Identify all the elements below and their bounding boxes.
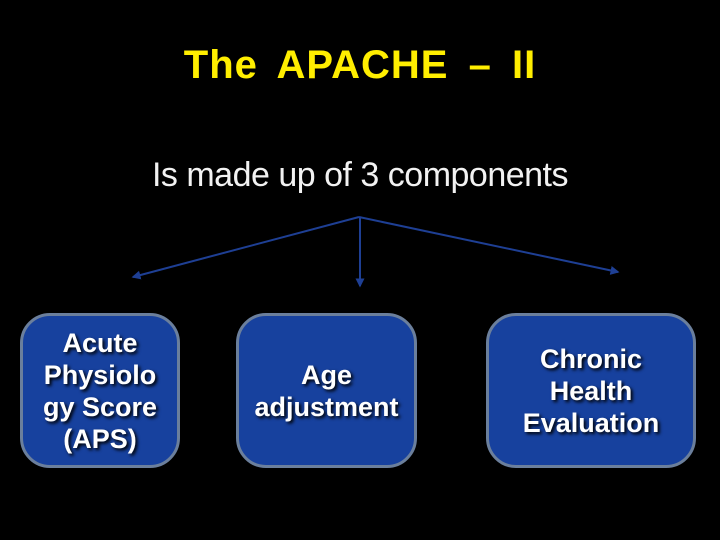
component-box-acute-physiology-score: Acute Physiolo gy Score (APS) [20, 313, 180, 468]
slide-subtitle: Is made up of 3 components [151, 156, 569, 194]
component-box-age-adjustment: Age adjustment [236, 313, 417, 468]
slide-title: The APACHE – II [183, 43, 537, 87]
box-text-line: gy Score [42, 391, 158, 422]
box-text-line: (APS) [63, 423, 137, 454]
box-text-line: Acute [62, 327, 138, 358]
connector-line-right [358, 216, 620, 275]
box-text-line: Age [300, 359, 352, 390]
box-text-line: Physiolo [43, 359, 157, 390]
box-text-line: Evaluation [522, 407, 660, 438]
box-text-line: Chronic [539, 343, 642, 374]
box-text-line: Health [549, 375, 633, 406]
box-text-line: adjustment [254, 391, 399, 422]
component-box-chronic-health-evaluation: Chronic Health Evaluation [486, 313, 696, 468]
connector-line-left [131, 216, 360, 280]
